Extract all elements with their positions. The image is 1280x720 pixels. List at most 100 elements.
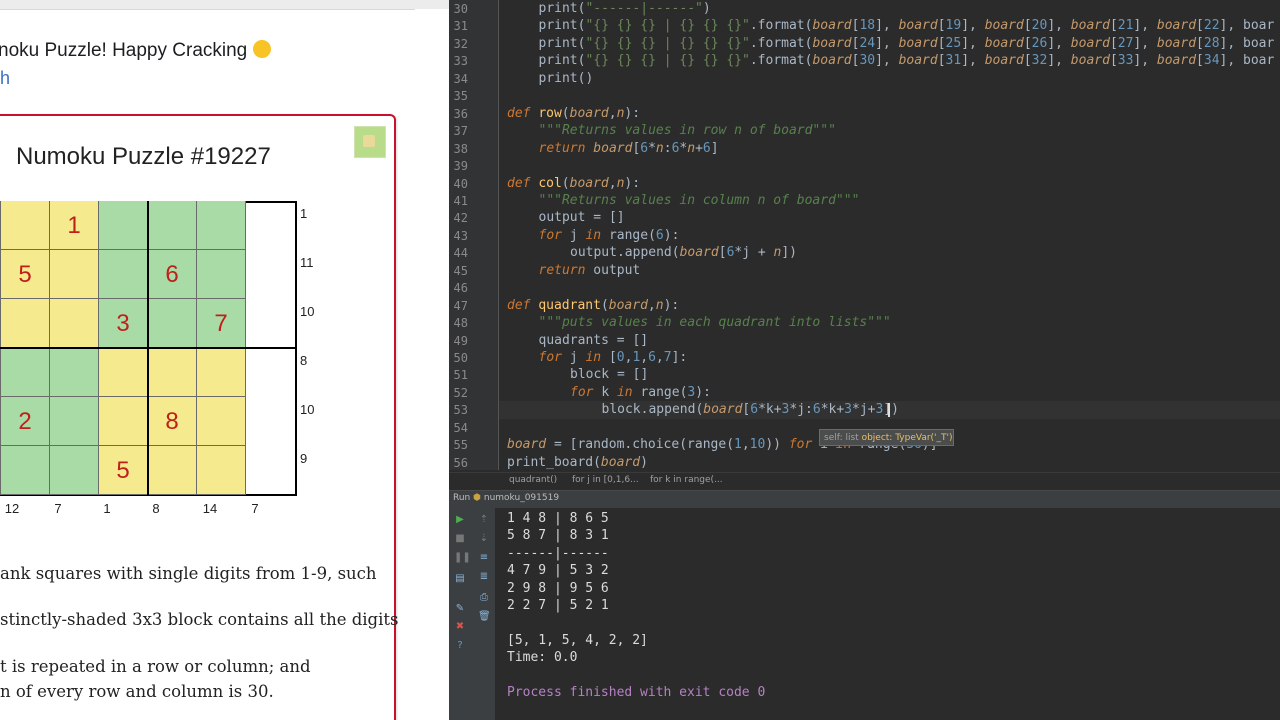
grid-cell[interactable]: 6 <box>148 250 197 299</box>
line-number: 54 <box>453 420 468 435</box>
grid-cell[interactable]: 1 <box>50 201 99 250</box>
grid-cell[interactable] <box>50 397 99 446</box>
grid-cell[interactable] <box>99 201 148 250</box>
code-line[interactable]: def quadrant(board,n): <box>507 297 680 313</box>
grid-cell[interactable]: 5 <box>99 446 148 495</box>
code-line[interactable]: output = [] <box>538 210 625 226</box>
grid-cell[interactable] <box>99 250 148 299</box>
code-line[interactable]: print("------|------") <box>538 1 711 16</box>
grid-cell[interactable] <box>50 250 99 299</box>
run-tool-header <box>449 490 1280 508</box>
stop-icon[interactable]: ■ <box>455 533 465 544</box>
dump-threads-icon[interactable]: ▤ <box>455 573 465 584</box>
grid-cell[interactable]: 8 <box>148 397 197 446</box>
grid-cell[interactable] <box>1 299 50 348</box>
console-line: Time: 0.0 <box>507 650 578 666</box>
code-line[interactable]: def col(board,n): <box>507 175 641 191</box>
grid-cell[interactable]: 8 <box>0 348 1 397</box>
grid-cell[interactable] <box>50 348 99 397</box>
code-line[interactable]: return board[6*n:6*n+6] <box>538 140 719 156</box>
grid-cell[interactable] <box>99 397 148 446</box>
editor-gutter <box>449 0 499 470</box>
print-icon[interactable]: ⎙ <box>480 592 488 603</box>
grid-cell[interactable] <box>50 446 99 495</box>
code-line[interactable]: print_board(board) <box>507 454 648 470</box>
tooltip-prefix: self: list <box>824 433 859 443</box>
grid-cell[interactable]: 7 <box>197 299 246 348</box>
row-clue: 10 <box>300 304 315 319</box>
grid-cell[interactable] <box>0 250 1 299</box>
grid-cell[interactable] <box>197 348 246 397</box>
row-clue: 10 <box>300 402 315 417</box>
grid-cell[interactable] <box>1 348 50 397</box>
code-line[interactable]: return output <box>538 262 641 278</box>
grid-cell[interactable]: 2 <box>1 397 50 446</box>
console-output[interactable] <box>496 508 1280 720</box>
code-line[interactable]: print() <box>538 70 594 86</box>
breadcrumb-item[interactable]: quadrant() <box>509 475 558 485</box>
grid-cell[interactable]: 3 <box>99 299 148 348</box>
run-tab[interactable]: Run ⬢ numoku_091519 <box>453 493 559 503</box>
browser-top-strip <box>0 0 449 9</box>
grid-cell[interactable] <box>148 299 197 348</box>
code-line[interactable]: output.append(board[6*j + n]) <box>570 245 798 261</box>
grid-cell[interactable]: 4 <box>0 446 1 495</box>
code-line[interactable]: for k in range(3): <box>570 384 711 400</box>
line-number: 44 <box>453 246 468 261</box>
grid-cell[interactable] <box>99 348 148 397</box>
code-line[interactable]: print("{} {} {} | {} {} {}".format(board… <box>538 53 1275 69</box>
code-line[interactable]: block.append(board[6*k+3*j:6*k+3*j+3]) <box>601 402 899 418</box>
pause-icon[interactable]: ❚❚ <box>454 552 471 563</box>
line-number: 38 <box>453 141 468 156</box>
line-number: 43 <box>453 228 468 243</box>
scroll-to-end-icon[interactable]: ≣ <box>479 571 489 582</box>
code-line[interactable]: block = [] <box>570 367 649 383</box>
grid-cell[interactable] <box>148 446 197 495</box>
run-toolbar: ▶ ⇡ ■ ⇣ ❚❚ ≡ ▤ ≣ ✎ ⎙ ✖ 🗑 ? <box>449 508 496 720</box>
grid-cell[interactable] <box>197 201 246 250</box>
code-line[interactable]: print("{} {} {} | {} {} {}".format(board… <box>538 18 1275 34</box>
puzzle-title: Numoku Puzzle #19227 <box>16 143 271 170</box>
close-icon[interactable]: ✖ <box>455 621 465 632</box>
grid-cell[interactable] <box>197 250 246 299</box>
soft-wrap-icon[interactable]: ≡ <box>479 552 489 563</box>
code-line[interactable]: for j in range(6): <box>538 227 680 243</box>
grid-cell[interactable] <box>197 446 246 495</box>
code-line[interactable]: """Returns values in row n of board""" <box>538 123 836 139</box>
col-clue: 1 <box>103 501 111 516</box>
code-line[interactable]: def row(board,n): <box>507 105 641 121</box>
grid-cell[interactable] <box>1 446 50 495</box>
grid-cell[interactable] <box>148 201 197 250</box>
code-line[interactable]: print("{} {} {} | {} {} {}".format(board… <box>538 35 1275 51</box>
line-number: 32 <box>453 36 468 51</box>
console-line: 2 9 8 | 9 5 6 <box>507 580 609 596</box>
breadcrumb-item[interactable]: for j in [0,1,6... <box>572 475 639 485</box>
code-line[interactable]: """puts values in each quadrant into lis… <box>538 315 891 331</box>
line-number: 49 <box>453 333 468 348</box>
grid-cell[interactable]: 5 <box>1 250 50 299</box>
code-line[interactable]: """Returns values in column n of board""… <box>538 192 860 208</box>
grid-cell[interactable] <box>197 397 246 446</box>
up-arrow-icon[interactable]: ⇡ <box>479 514 489 525</box>
help-icon[interactable]: ? <box>457 640 463 651</box>
grid-cell[interactable] <box>1 201 50 250</box>
breadcrumb-item[interactable]: for k in range(... <box>650 475 723 485</box>
down-arrow-icon[interactable]: ⇣ <box>479 533 489 544</box>
console-line: Process finished with exit code 0 <box>507 685 766 700</box>
rule-text: stinctly-shaded 3x3 block contains all t… <box>0 610 399 629</box>
grid-cell[interactable] <box>0 201 1 250</box>
col-clue: 8 <box>152 501 160 516</box>
line-number: 42 <box>453 211 468 226</box>
code-line[interactable]: quadrants = [] <box>538 332 649 348</box>
post-link[interactable]: h <box>0 68 11 88</box>
grid-cell[interactable] <box>0 397 1 446</box>
rerun-icon[interactable]: ▶ <box>456 514 464 525</box>
code-line[interactable]: for j in [0,1,6,7]: <box>538 350 688 365</box>
grid-cell[interactable] <box>50 299 99 348</box>
pin-icon[interactable]: ✎ <box>455 603 465 614</box>
trash-icon[interactable]: 🗑 <box>478 611 491 622</box>
browser-pane: noku Puzzle! Happy Cracking h Numoku Puz… <box>0 0 449 720</box>
line-number: 30 <box>453 2 468 16</box>
row-clue: 11 <box>300 255 314 270</box>
grid-cell[interactable] <box>148 348 197 397</box>
